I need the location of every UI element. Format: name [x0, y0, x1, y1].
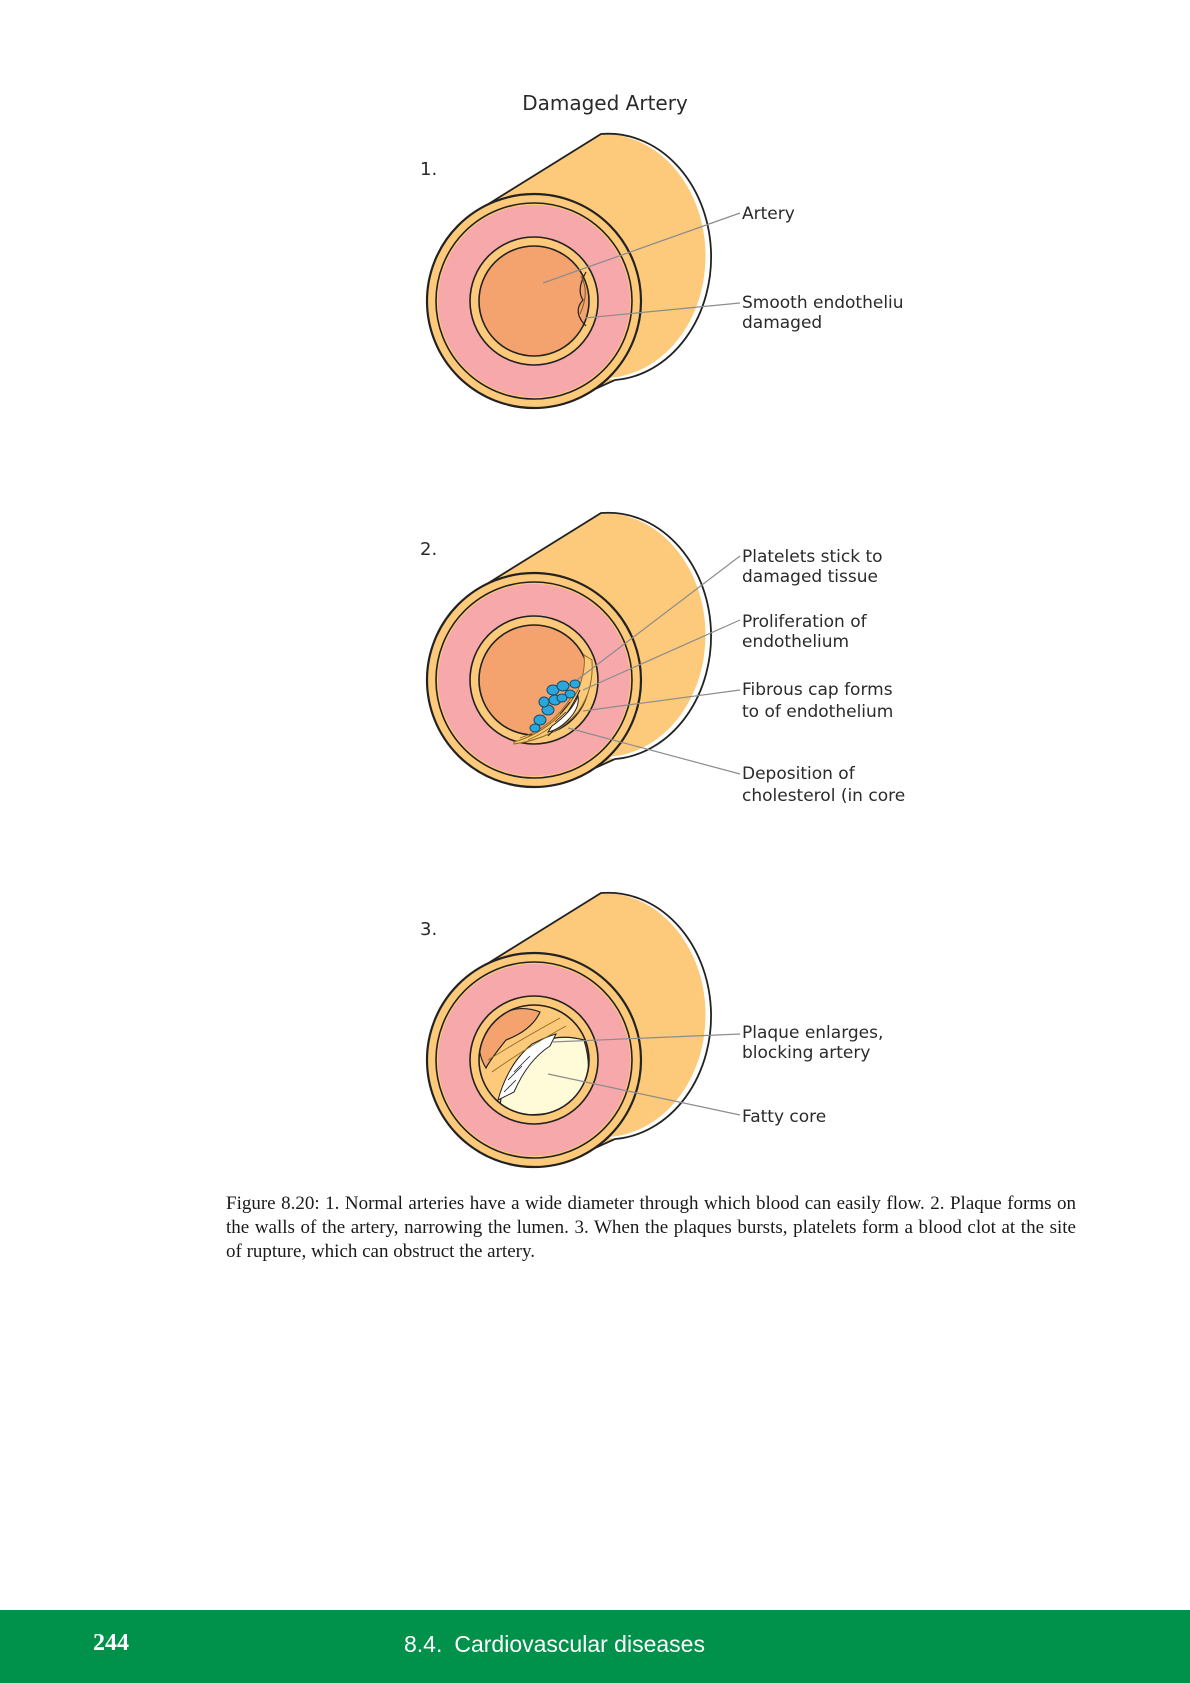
leader-line: [547, 1073, 741, 1116]
leader-line: [567, 727, 741, 775]
section-title: Cardiovascular diseases: [454, 1631, 705, 1657]
leader-line: [551, 1033, 741, 1043]
artery-cylinder: [425, 511, 713, 789]
section-number: 8.4.: [404, 1631, 443, 1657]
label-platelets: Platelets stick to damaged tissue: [742, 547, 888, 587]
platelet-cluster: [529, 679, 581, 733]
leader-line: [582, 619, 741, 691]
artery-cylinder: [425, 132, 713, 410]
page-number: 244: [93, 1630, 129, 1656]
label-smooth-endothelium-damaged: Smooth endotheliu damaged: [742, 293, 909, 333]
leader-line: [584, 302, 741, 319]
leader-line: [576, 555, 741, 681]
panel-2: 2.: [420, 511, 905, 806]
panel-3: 3. Plaque enlarges: [420, 891, 889, 1169]
label-plaque-enlarges: Plaque enlarges, blocking artery: [742, 1023, 889, 1063]
panel-number: 2.: [420, 539, 437, 560]
figure-title: Damaged Artery: [522, 91, 688, 115]
artery-figure: Damaged Artery 1. Artery Smooth endothel…: [420, 91, 909, 1169]
label-cholesterol: Deposition of cholesterol (in core: [742, 764, 905, 806]
label-fatty-core: Fatty core: [742, 1107, 826, 1127]
leader-line: [542, 212, 741, 284]
label-fibrous-cap: Fibrous cap forms to of endothelium: [742, 680, 898, 722]
leader-line: [582, 689, 741, 712]
panel-number: 1.: [420, 159, 437, 180]
label-artery: Artery: [742, 204, 795, 224]
artery-cylinder: [425, 891, 713, 1169]
panel-number: 3.: [420, 919, 437, 940]
panel-1: 1. Artery Smooth endotheliu damaged: [420, 132, 909, 410]
section-heading: 8.4. Cardiovascular diseases: [404, 1631, 705, 1658]
figure-caption: Figure 8.20: 1. Normal arteries have a w…: [226, 1193, 1076, 1262]
label-proliferation: Proliferation of endothelium: [742, 612, 872, 652]
page-footer: 244 8.4. Cardiovascular diseases: [0, 1610, 1190, 1683]
